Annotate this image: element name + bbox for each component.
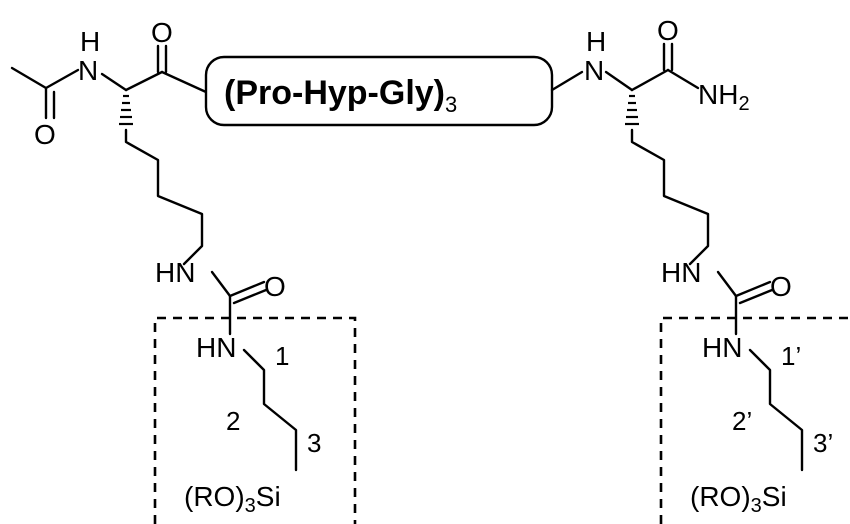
- right-urea-co-bond-2: [738, 288, 774, 305]
- right-silane-hn: HN: [702, 332, 742, 363]
- right-label-2: 2’: [732, 406, 752, 436]
- left-silane-hn: HN: [196, 332, 236, 363]
- n-calpha-bond: [100, 72, 128, 92]
- right-amide-nh2: NH2: [698, 79, 750, 115]
- right-amide-cn-bond: [666, 68, 700, 90]
- right-hashed-wedge: [625, 94, 639, 126]
- left-urea-o: O: [264, 271, 286, 302]
- right-amide-o: O: [657, 15, 679, 46]
- calpha-co-bond: [124, 70, 164, 92]
- right-fragment: [550, 42, 804, 472]
- right-urea-hn: HN: [661, 257, 701, 288]
- left-ketone-o: O: [151, 17, 173, 48]
- right-label-3: 3’: [813, 428, 833, 458]
- left-fragment: [10, 44, 298, 472]
- left-label-1: 1: [275, 341, 289, 371]
- right-nh-h: H: [586, 26, 606, 57]
- left-urea-co-bond: [228, 280, 266, 298]
- right-n-calpha-bond: [604, 70, 634, 92]
- left-dashed-box: [153, 316, 357, 524]
- left-hashed-wedge: [119, 94, 133, 126]
- right-dashed-box: [659, 316, 850, 524]
- right-nh-n: N: [584, 55, 604, 86]
- left-silane-group: (RO)3Si: [184, 481, 281, 517]
- left-acetyl-o: O: [34, 119, 56, 150]
- peptide-label: (Pro-Hyp-Gly)3: [224, 74, 457, 117]
- right-urea-n-c-bond: [716, 270, 738, 298]
- left-urea-co-bond-2: [232, 288, 268, 305]
- right-silane-group: (RO)3Si: [690, 481, 787, 517]
- co-box-bond: [160, 70, 208, 94]
- right-urea-o: O: [770, 271, 792, 302]
- left-label-3: 3: [307, 428, 321, 458]
- left-label-2: 2: [226, 406, 240, 436]
- left-urea-n-c-bond: [210, 270, 232, 298]
- right-label-1: 1’: [781, 341, 801, 371]
- left-nh-n: N: [78, 55, 98, 86]
- right-urea-co-bond: [734, 280, 772, 298]
- acetyl-bonds: [10, 66, 80, 90]
- left-urea-hn: HN: [155, 257, 195, 288]
- right-side-chain: [630, 128, 710, 266]
- box-n-bond: [550, 70, 584, 92]
- left-nh-h: H: [80, 26, 100, 57]
- left-side-chain: [124, 128, 204, 266]
- right-calpha-co-bond: [630, 68, 670, 92]
- right-propyl-chain: [748, 348, 804, 472]
- left-propyl-chain: [242, 348, 298, 472]
